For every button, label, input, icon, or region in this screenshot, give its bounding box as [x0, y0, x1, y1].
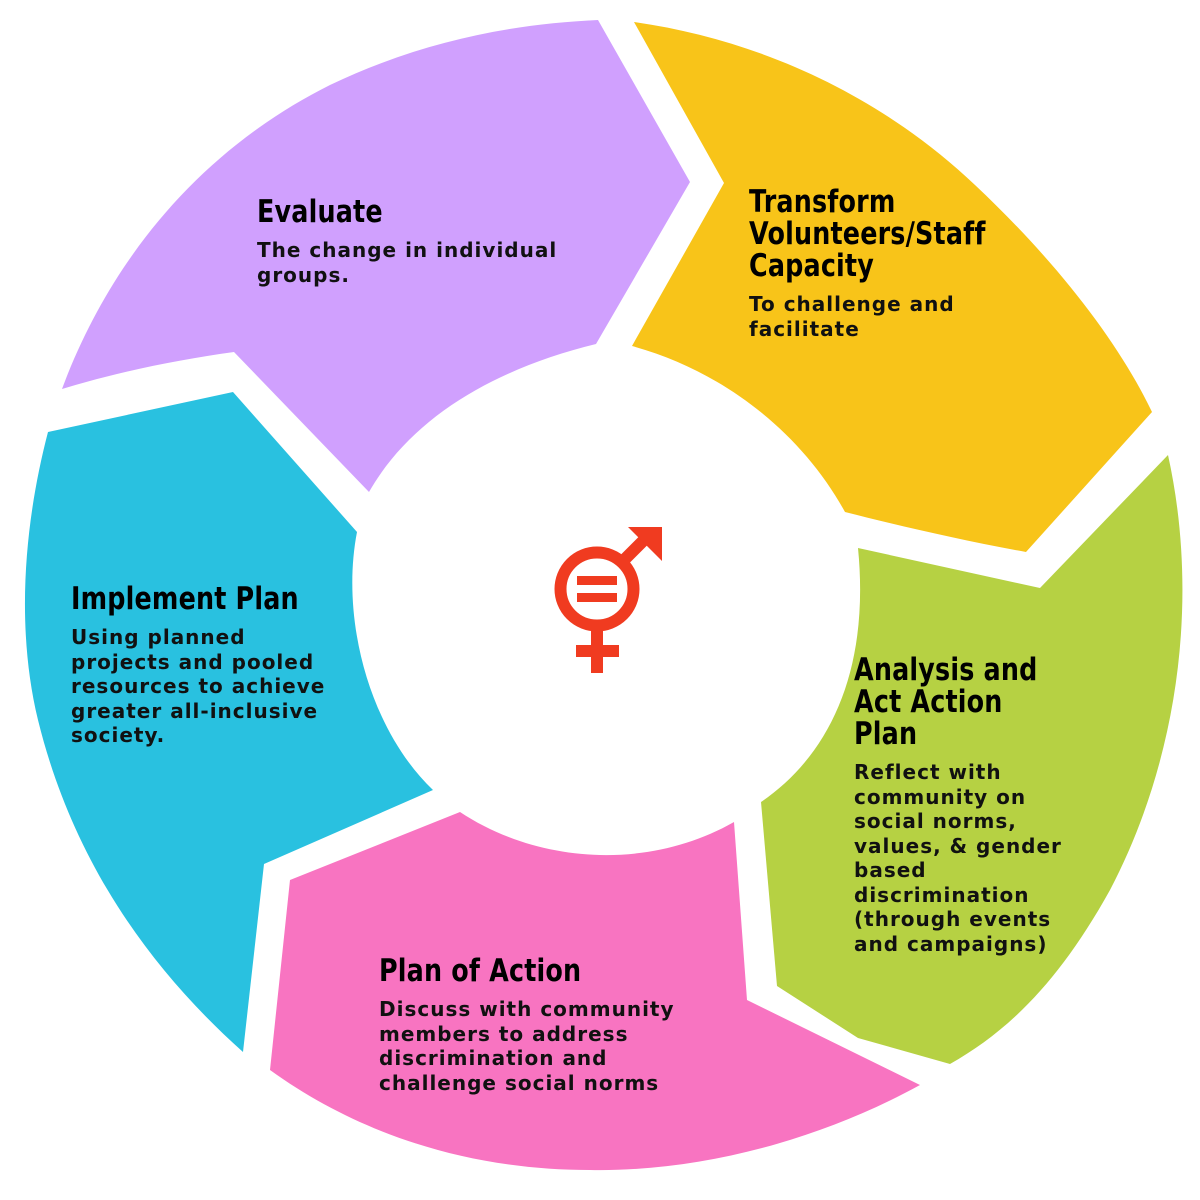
symbol-equal-top — [577, 576, 617, 585]
segment-plan-of-action — [270, 812, 920, 1171]
gender-equality-icon — [554, 527, 662, 673]
segment-transform — [632, 22, 1152, 552]
step-description: Reflect with community on social norms, … — [854, 760, 1062, 956]
step-description: Discuss with community members to addres… — [379, 997, 675, 1095]
step-transform: Transform Volunteers/Staff Capacity To c… — [749, 186, 1129, 341]
step-description: The change in individual groups. — [257, 238, 558, 287]
step-title: Plan of Action — [379, 953, 582, 989]
step-analysis: Analysis and Act Action Plan Reflect wit… — [854, 654, 1114, 956]
step-description: To challenge and facilitate — [749, 292, 955, 341]
step-evaluate: Evaluate The change in individual groups… — [257, 196, 617, 287]
step-description: Using planned projects and pooled resour… — [71, 625, 326, 747]
step-implement: Implement Plan Using planned projects an… — [71, 583, 371, 748]
step-title: Implement Plan — [71, 581, 299, 617]
symbol-cross-bar — [576, 645, 619, 657]
step-title: Evaluate — [257, 194, 383, 230]
step-plan-of-action: Plan of Action Discuss with community me… — [379, 955, 779, 1095]
segment-evaluate — [62, 20, 690, 492]
symbol-arrow-head — [628, 527, 662, 561]
step-title: Analysis and Act Action Plan — [854, 652, 1038, 752]
symbol-equal-bottom — [577, 593, 617, 602]
segment-implement — [24, 392, 433, 1052]
segment-analysis — [761, 455, 1183, 1064]
step-title: Transform Volunteers/Staff Capacity — [749, 184, 986, 284]
